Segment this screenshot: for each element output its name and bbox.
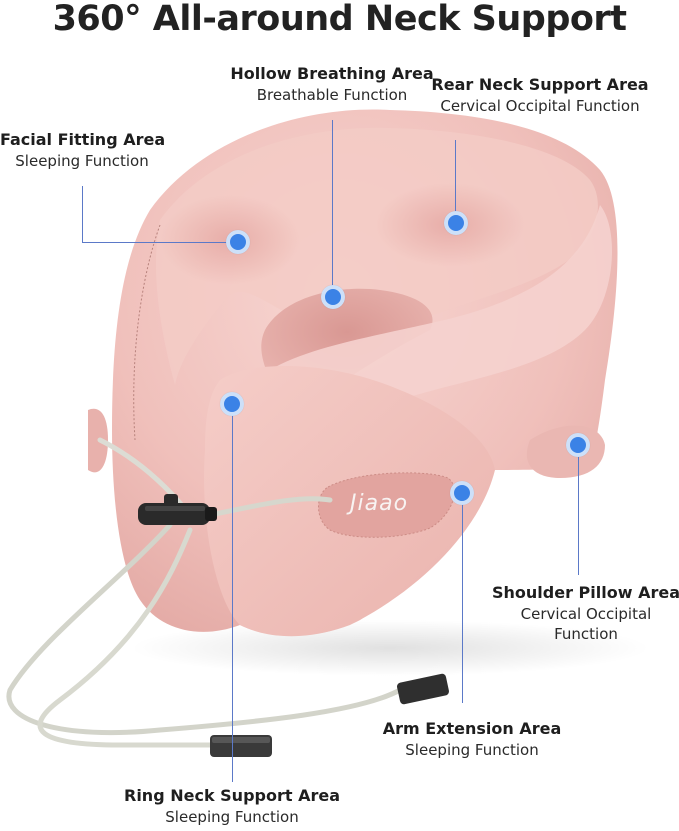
leader-line-ring: [232, 404, 233, 782]
callout-subheading: Sleeping Function: [405, 741, 539, 759]
hotspot-ring-neck-support[interactable]: [220, 392, 244, 416]
leader-line-hollow: [332, 120, 333, 298]
callout-subheading: Sleeping Function: [15, 152, 149, 170]
callout-heading: Shoulder Pillow Area: [492, 583, 679, 602]
hotspot-arm-extension[interactable]: [450, 481, 474, 505]
callout-ring-neck-support: Ring Neck Support Area Sleeping Function: [100, 785, 364, 827]
callout-heading: Facial Fitting Area: [0, 130, 166, 149]
callout-subheading-line1: Cervical Occipital: [520, 605, 652, 623]
callout-facial-fitting: Facial Fitting Area Sleeping Function: [0, 129, 166, 171]
leader-line-facial: [82, 186, 83, 242]
hotspot-shoulder-pillow[interactable]: [566, 433, 590, 457]
brand-patch: [318, 472, 455, 538]
callout-heading: Ring Neck Support Area: [124, 786, 340, 805]
callout-subheading: Sleeping Function: [165, 808, 299, 826]
callout-heading: Hollow Breathing Area: [230, 64, 434, 83]
callout-hollow-breathing: Hollow Breathing Area Breathable Functio…: [182, 63, 482, 105]
leader-line-facial-h: [82, 242, 238, 243]
callout-rear-neck-support: Rear Neck Support Area Cervical Occipita…: [400, 74, 679, 116]
brand-logo: Jiaao: [350, 491, 409, 516]
hotspot-facial-fitting[interactable]: [226, 230, 250, 254]
leader-line-shoulder: [578, 445, 579, 575]
leader-line-rear: [455, 140, 456, 222]
callout-subheading: Breathable Function: [256, 86, 408, 104]
callout-heading: Arm Extension Area: [382, 719, 562, 738]
cord-end-cap-right: [397, 673, 449, 705]
cord-lock: [138, 494, 217, 525]
leader-line-arm: [462, 493, 463, 703]
callout-subheading: Cervical Occipital Function: [440, 97, 640, 115]
page-title: 360° All-around Neck Support: [52, 0, 627, 39]
callout-subheading-line2: Function: [554, 625, 618, 643]
callout-heading: Rear Neck Support Area: [431, 75, 649, 94]
shadow: [130, 620, 650, 676]
hotspot-rear-neck-support[interactable]: [444, 211, 468, 235]
callout-arm-extension: Arm Extension Area Sleeping Function: [372, 718, 572, 760]
callout-shoulder-pillow: Shoulder Pillow Area Cervical Occipital …: [486, 582, 679, 644]
hotspot-hollow-breathing[interactable]: [321, 285, 345, 309]
